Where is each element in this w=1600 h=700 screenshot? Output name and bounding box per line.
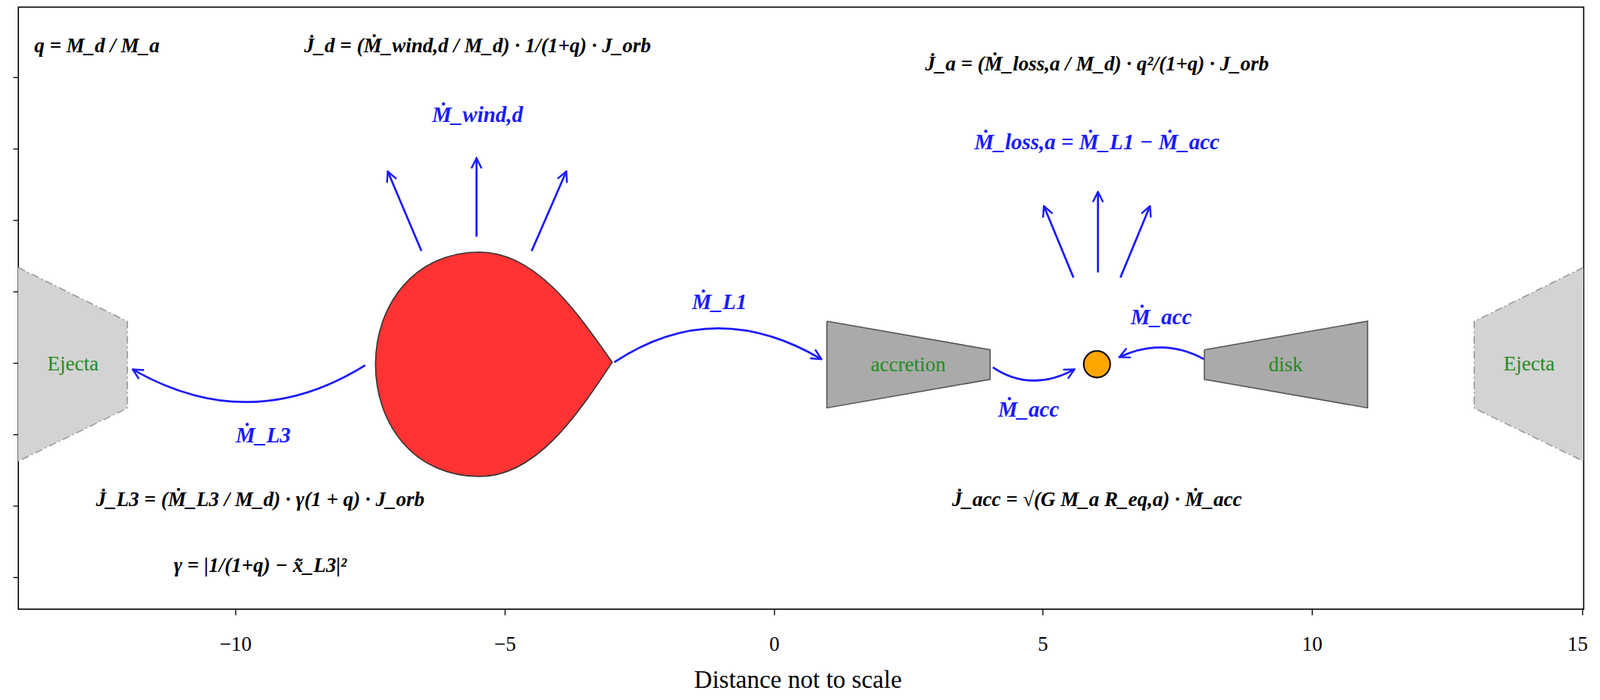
disk-part: disk [1204, 321, 1368, 408]
tick-label: 0 [769, 633, 780, 657]
flow-label: Ṁ_wind,d [432, 103, 523, 128]
node-label: accretion [870, 353, 946, 377]
equation-label: J̇_acc = √(G M_a R_eq,a) · Ṁ_acc [951, 488, 1243, 512]
axes-frame [18, 6, 1584, 610]
equation-label: J̇_L3 = (Ṁ_L3 / M_d) · γ(1 + q) · J_orb [96, 488, 425, 512]
equation-label: q = M_d / M_a [34, 34, 160, 58]
node-label: disk [1268, 353, 1303, 377]
tick-label: 5 [1037, 633, 1049, 657]
equation-label: J̇_d = (Ṁ_wind,d / M_d) · 1/(1+q) · J_or… [303, 34, 652, 58]
flow-label: Ṁ_L3 [235, 423, 292, 448]
node-label: Ejecta [47, 352, 99, 376]
flow-label: Ṁ_acc [998, 397, 1060, 423]
ejecta-region: Ejecta [1474, 267, 1584, 462]
donor-star [375, 252, 612, 477]
equation-label: γ = |1/(1+q) − x̃_L3|² [173, 554, 347, 578]
equation-label: J̇_a = (Ṁ_loss,a / M_d) · q²/(1+q) · J_o… [924, 53, 1269, 76]
flow-label: Ṁ_loss,a = Ṁ_L1 − Ṁ_acc [974, 131, 1220, 156]
disk-part: accretion [826, 321, 990, 408]
axis-label: Distance not to scale [694, 665, 902, 693]
mass-flow-arrows [132, 158, 1205, 403]
flow-label: Ṁ_acc [1130, 305, 1193, 330]
flow-label: Ṁ_L1 [691, 290, 748, 315]
tick-label: 10 [1302, 633, 1323, 657]
ejecta-region: Ejecta [18, 267, 128, 462]
tick-label: −5 [494, 633, 517, 657]
axis-ticks [13, 77, 1584, 616]
accretor [1083, 350, 1111, 378]
node-label: Ejecta [1503, 352, 1555, 376]
tick-label: 15 [1567, 633, 1588, 657]
tick-label: −10 [219, 633, 252, 657]
